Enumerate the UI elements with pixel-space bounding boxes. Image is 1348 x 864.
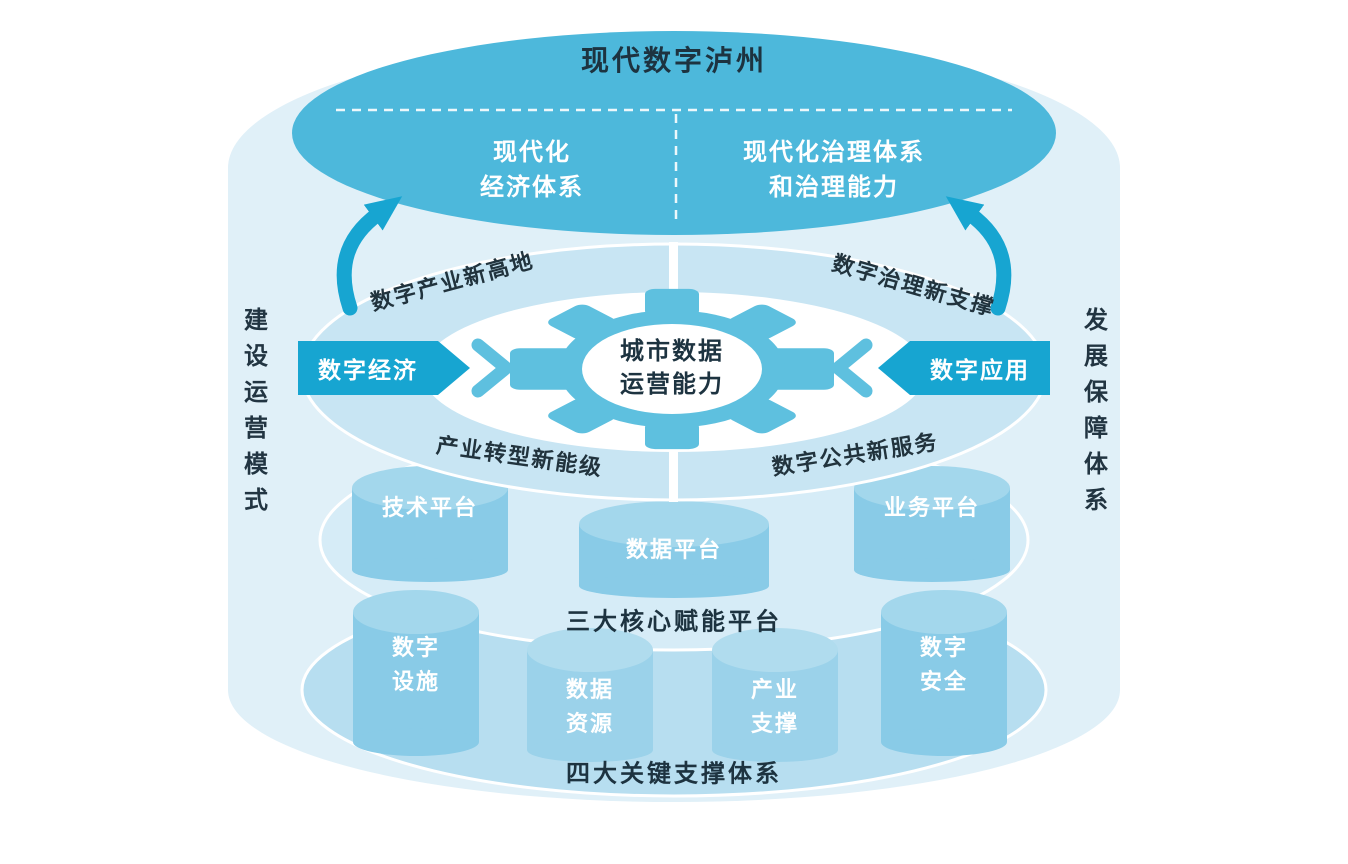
goal-economy-line2: 经济体系 [480, 174, 584, 201]
goal-economy: 现代化 经济体系 [480, 135, 584, 205]
banner-left-shape [298, 341, 470, 395]
platform-cylinder-data [579, 501, 769, 598]
gear-hub [582, 324, 762, 414]
core-capability: 城市数据 运营能力 [620, 335, 724, 401]
banner-digital-application: 数字应用 [930, 357, 1030, 383]
core-capability-line1: 城市数据 [620, 338, 724, 365]
ring-divider-bottom [669, 448, 678, 502]
support-cylinder-facilities [353, 590, 479, 756]
curved-arrow-right-icon [945, 196, 1012, 316]
support-facilities-line1: 数字 [391, 635, 441, 660]
support-industry-line2: 支撑 [750, 711, 800, 736]
support-security-line2: 安全 [919, 669, 969, 694]
goal-governance: 现代化治理体系 和治理能力 [743, 135, 925, 205]
diagram-title: 现代数字泸州 [580, 45, 768, 76]
platform-cylinder-business [854, 466, 1010, 582]
core-capability-line2: 运营能力 [620, 371, 724, 398]
support-cylinder-industry-support [712, 628, 838, 762]
support-security-label: 数字 安全 [920, 631, 968, 699]
goal-governance-line1: 现代化治理体系 [743, 139, 925, 166]
support-cylinder-data-resources [527, 628, 653, 762]
support-facilities-label: 数字 设施 [392, 631, 440, 699]
goal-governance-line2: 和治理能力 [769, 174, 899, 201]
platform-business-label: 业务平台 [883, 495, 981, 520]
support-facilities-line2: 设施 [391, 669, 441, 694]
support-data-resources-label: 数据 资源 [566, 673, 614, 741]
support-industry-line1: 产业 [750, 677, 800, 702]
vision-ellipse [292, 31, 1056, 235]
ring-divider-top [669, 242, 678, 298]
gear-icon [510, 288, 834, 450]
banner-digital-economy: 数字经济 [318, 357, 418, 383]
curved-arrow-left-icon [336, 196, 403, 316]
banner-right-shape [878, 341, 1050, 395]
support-cylinder-security [881, 590, 1007, 756]
chevron-left-icon [831, 338, 873, 398]
support-data-resources-line2: 资源 [565, 711, 615, 736]
support-industry-label: 产业 支撑 [751, 673, 799, 741]
support-security-line1: 数字 [919, 635, 969, 660]
support-layer-caption: 四大关键支撑体系 [566, 760, 782, 788]
chevron-right-icon [471, 338, 513, 398]
platform-layer-caption: 三大核心赋能平台 [566, 608, 782, 636]
support-data-resources-line1: 数据 [565, 677, 615, 702]
side-label-development-guarantee: 发展保障体系 [1079, 307, 1107, 523]
platform-tech-label: 技术平台 [381, 495, 479, 520]
side-label-construction-operation: 建设运营模式 [239, 307, 267, 523]
goal-economy-line1: 现代化 [493, 139, 571, 166]
platform-cylinder-tech [352, 466, 508, 582]
platform-data-label: 数据平台 [625, 537, 723, 562]
